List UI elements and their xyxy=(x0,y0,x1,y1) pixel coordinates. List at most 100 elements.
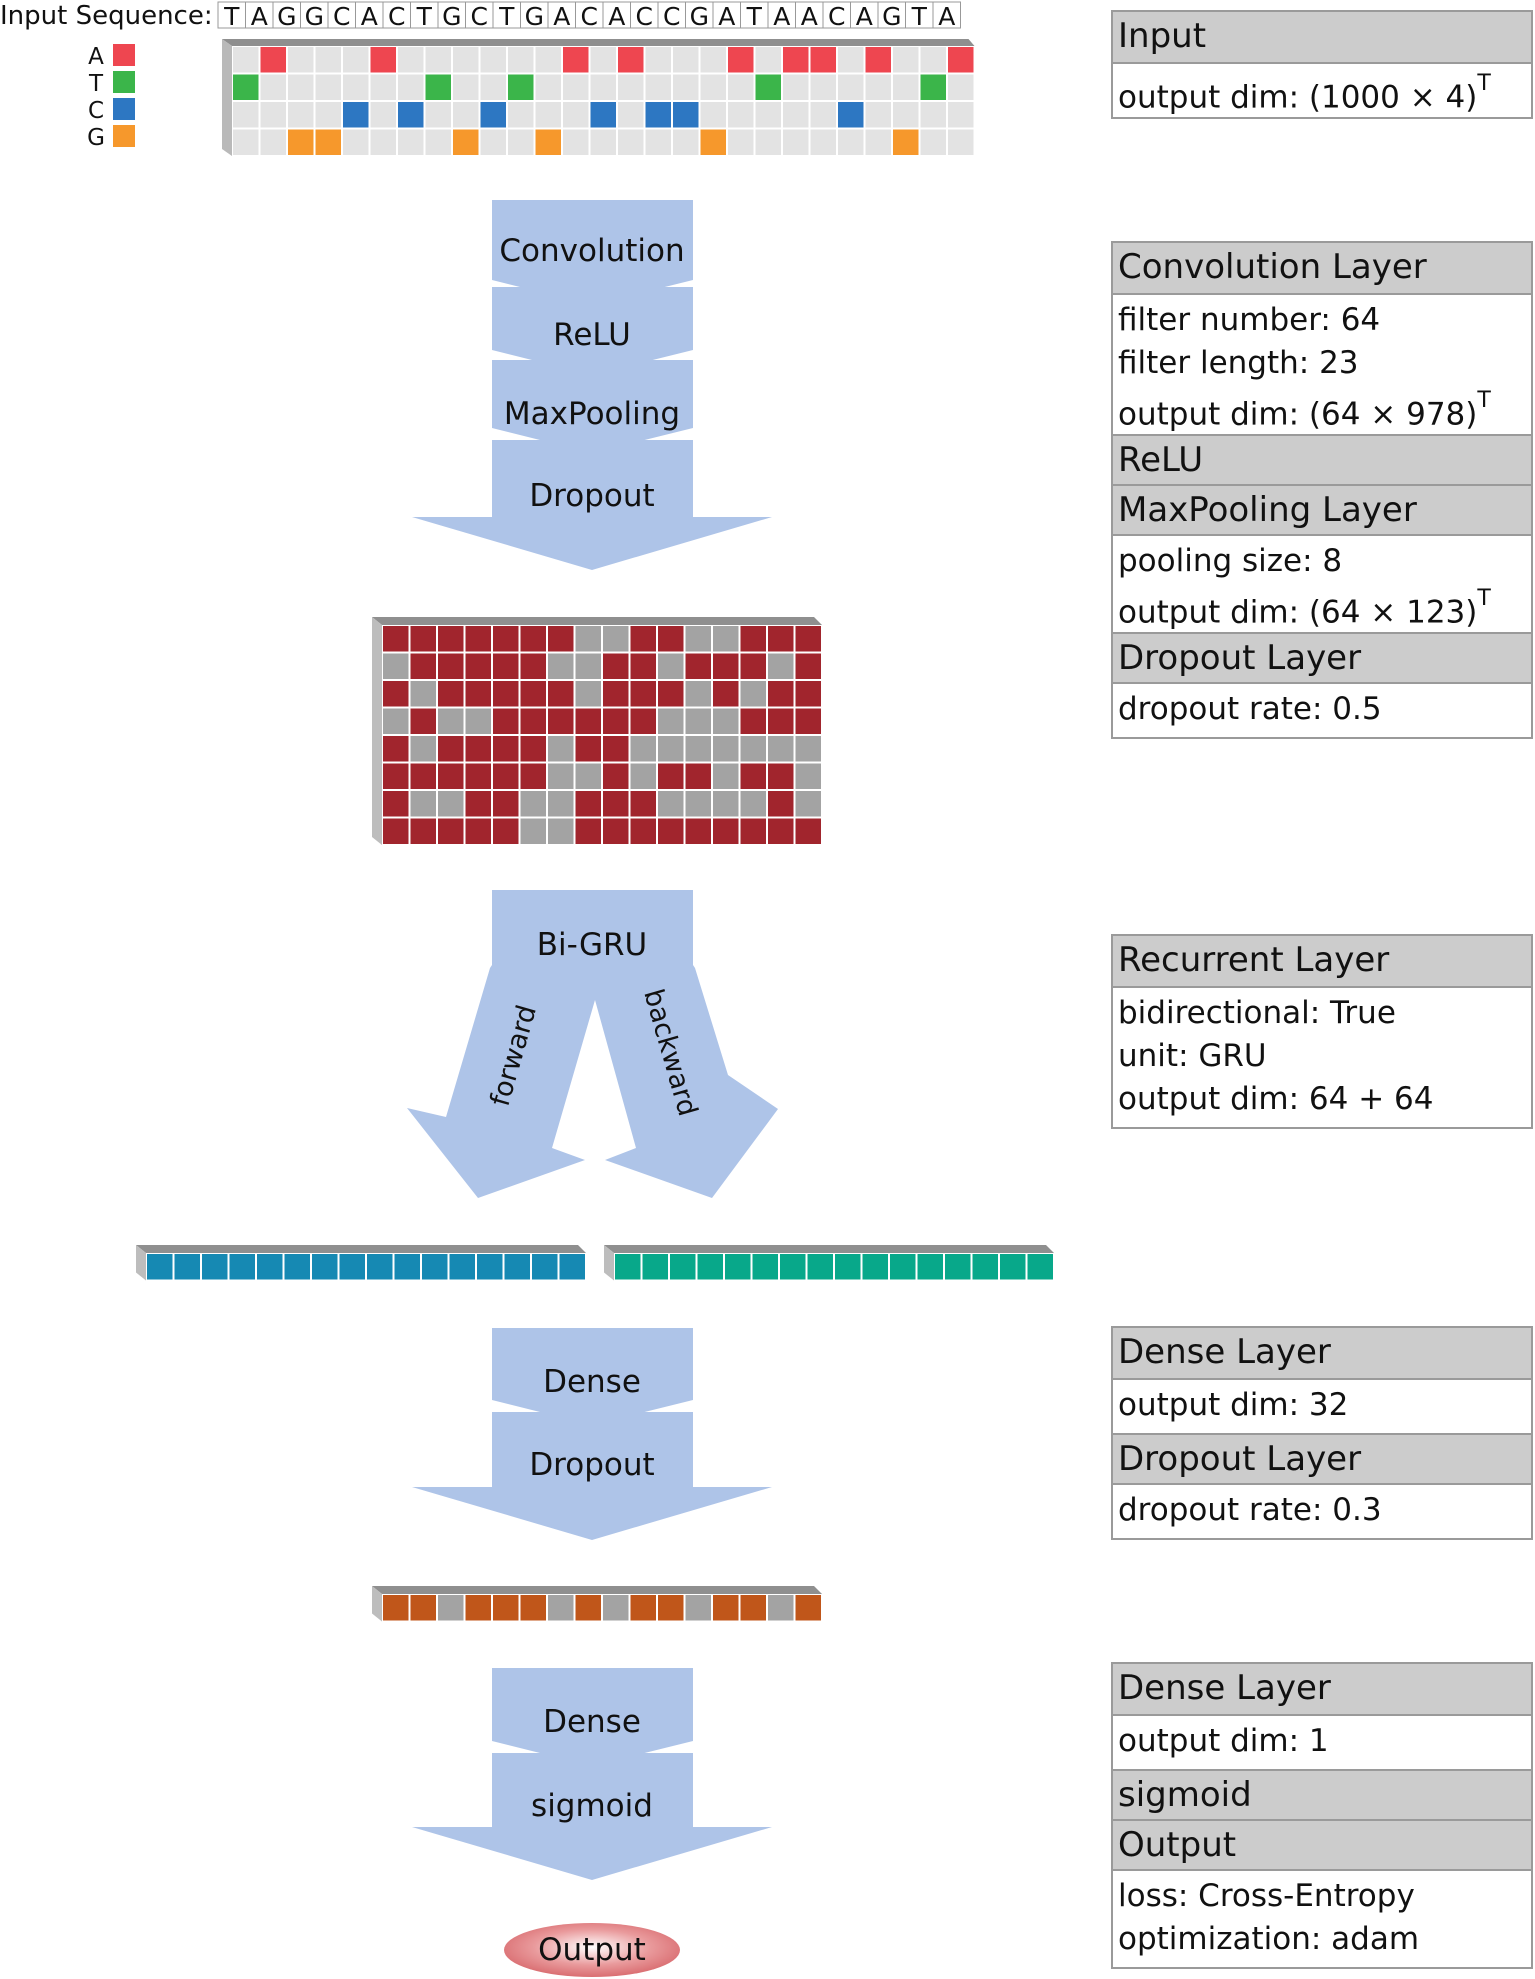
grid-cell xyxy=(740,708,766,734)
grid-cell xyxy=(147,1254,173,1280)
dense-label-2: Dense xyxy=(543,1704,641,1740)
panel-line-text: unit: GRU xyxy=(1118,1038,1267,1074)
grid-cell xyxy=(658,681,684,707)
maxpooling-arrow xyxy=(492,360,693,453)
legend-base-C: C xyxy=(88,98,104,124)
grid-cell xyxy=(603,763,629,789)
grid-cell xyxy=(465,626,491,652)
sequence-letter: G xyxy=(442,2,461,31)
convolution-arrow xyxy=(492,200,693,305)
grid-side-edge xyxy=(372,617,382,845)
matrix-cell xyxy=(673,102,699,128)
panel-line-text: optimization: adam xyxy=(1118,1921,1420,1957)
matrix-cell xyxy=(453,47,479,73)
matrix-cell xyxy=(343,129,369,155)
grid-cell xyxy=(658,708,684,734)
panel-section-title: Recurrent Layer xyxy=(1113,936,1531,986)
grid-cell xyxy=(697,1254,723,1280)
panel-line: optimization: adam xyxy=(1118,1918,1526,1961)
sequence-letter: T xyxy=(416,2,433,31)
grid-cell xyxy=(630,708,656,734)
matrix-cell xyxy=(673,74,699,100)
grid-cell xyxy=(493,763,519,789)
sequence-letter-box xyxy=(740,1,769,29)
matrix-cell xyxy=(728,129,754,155)
panel-section-title: ReLU xyxy=(1113,434,1531,484)
matrix-cell xyxy=(645,74,671,100)
grid-cell xyxy=(493,626,519,652)
matrix-cell xyxy=(838,74,864,100)
grid-cell xyxy=(752,1254,778,1280)
sequence-letter-box xyxy=(657,1,686,29)
matrix-top-edge xyxy=(222,39,975,46)
conv-feature-map xyxy=(372,617,822,845)
grid-cell xyxy=(740,653,766,679)
matrix-cell xyxy=(810,74,836,100)
grid-cell xyxy=(477,1254,503,1280)
matrix-cell xyxy=(398,129,424,155)
grid-cell xyxy=(658,626,684,652)
grid-cell xyxy=(367,1254,393,1280)
grid-cell xyxy=(795,791,821,817)
matrix-cell xyxy=(535,129,561,155)
grid-cell xyxy=(768,681,794,707)
grid-cell xyxy=(1027,1254,1053,1280)
sequence-letter-box xyxy=(217,1,246,29)
grid-cell xyxy=(449,1254,475,1280)
grid-cell xyxy=(465,653,491,679)
dropout-arrow-2 xyxy=(412,1412,772,1540)
sequence-letter: G xyxy=(305,2,324,31)
grid-cell xyxy=(768,653,794,679)
grid-cell xyxy=(795,708,821,734)
grid-cell xyxy=(575,818,601,844)
matrix-cell xyxy=(370,129,396,155)
matrix-cell xyxy=(563,47,589,73)
grid-cell xyxy=(740,818,766,844)
matrix-cell xyxy=(893,47,919,73)
dense-arrow-1 xyxy=(492,1328,693,1425)
panel-section-body: dropout rate: 0.3 xyxy=(1113,1483,1531,1538)
matrix-cell xyxy=(920,74,946,100)
grid-cell xyxy=(493,1595,519,1621)
grid-side-edge xyxy=(604,1245,614,1281)
grid-cell xyxy=(548,736,574,762)
matrix-cell xyxy=(453,129,479,155)
matrix-cell xyxy=(563,74,589,100)
grid-cell xyxy=(575,708,601,734)
matrix-cell xyxy=(865,102,891,128)
sequence-letter-box xyxy=(630,1,659,29)
grid-cell xyxy=(630,763,656,789)
matrix-cell xyxy=(865,129,891,155)
matrix-cell xyxy=(343,47,369,73)
sequence-letter: T xyxy=(746,2,763,31)
grid-cell xyxy=(740,626,766,652)
grid-cell xyxy=(438,708,464,734)
grid-cell xyxy=(658,818,684,844)
sequence-letter-box xyxy=(932,1,961,29)
panel-section-title: Output xyxy=(1113,1819,1531,1869)
panel-line: output dim: (64 × 978)T xyxy=(1118,385,1526,432)
panel-line-text: loss: Cross-Entropy xyxy=(1118,1878,1415,1914)
grid-cell xyxy=(575,681,601,707)
panel-section-title: sigmoid xyxy=(1113,1769,1531,1819)
grid-cell xyxy=(642,1254,668,1280)
grid-cell xyxy=(603,626,629,652)
panel-line: output dim: (64 × 123)T xyxy=(1118,583,1526,630)
panel-line-text: output dim: 64 + 64 xyxy=(1118,1081,1434,1117)
matrix-cell xyxy=(508,47,534,73)
grid-cell xyxy=(1000,1254,1026,1280)
matrix-cell xyxy=(398,47,424,73)
matrix-cell xyxy=(343,102,369,128)
matrix-cell xyxy=(535,74,561,100)
conv-block-arrows xyxy=(412,200,772,570)
panel-line-text: output dim: 32 xyxy=(1118,1387,1349,1423)
output-node-label: Output xyxy=(538,1932,646,1968)
sequence-letter: C xyxy=(828,2,845,31)
grid-cell xyxy=(685,681,711,707)
grid-side-edge xyxy=(372,1586,382,1622)
sequence-letter: A xyxy=(361,2,378,31)
grid-cell xyxy=(713,681,739,707)
